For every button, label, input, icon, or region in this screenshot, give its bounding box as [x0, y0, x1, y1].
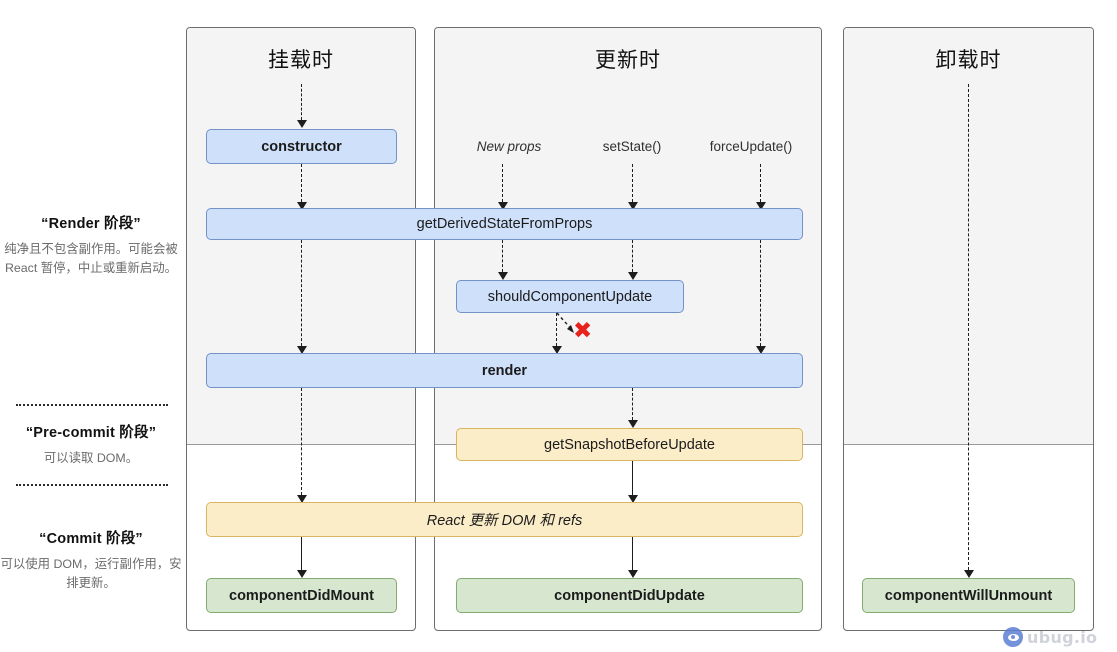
phase-description: 纯净且不包含副作用。可能会被 React 暂停，中止或重新启动。: [4, 242, 178, 275]
arrowhead: [627, 272, 638, 280]
arrowhead: [296, 570, 307, 578]
phase-label-pre-commit: “Pre-commit 阶段” 可以读取 DOM。: [0, 421, 182, 468]
arrowhead: [497, 202, 508, 210]
node-component-did-update[interactable]: componentDidUpdate: [456, 578, 803, 613]
node-label: React 更新 DOM 和 refs: [426, 513, 583, 529]
connector-newprops-down: [502, 164, 503, 202]
trigger-set-state: setState(): [603, 139, 662, 154]
column-title-updating: 更新时: [595, 49, 661, 72]
node-label: getDerivedStateFromProps: [416, 216, 593, 232]
phase-title: “Pre-commit 阶段”: [25, 425, 157, 441]
node-get-snapshot-before-update[interactable]: getSnapshotBeforeUpdate: [456, 428, 803, 461]
phase-label-render: “Render 阶段” 纯净且不包含副作用。可能会被 React 暂停，中止或重…: [0, 212, 182, 278]
node-label: constructor: [261, 138, 342, 155]
connector-render-to-snapshot: [632, 388, 633, 420]
connector-mount-start: [301, 84, 302, 120]
node-label: componentDidMount: [229, 587, 374, 604]
arrowhead: [627, 420, 638, 428]
arrowhead: [296, 202, 307, 210]
connector-dom-to-did-mount: [301, 537, 302, 570]
column-title-mounting: 挂载时: [268, 49, 334, 72]
node-should-component-update[interactable]: shouldComponentUpdate: [456, 280, 684, 313]
connector-render-to-dom-mount: [301, 388, 302, 495]
trigger-force-update: forceUpdate(): [710, 139, 793, 154]
connector-gdsfp-to-render-mount: [301, 240, 302, 346]
connector-forceupdate-to-render: [760, 240, 761, 346]
connector-setstate-down: [632, 164, 633, 202]
connector-gdsfp-to-scu-left: [502, 240, 503, 272]
phase-title: “Render 阶段”: [41, 216, 141, 232]
node-label: render: [481, 362, 528, 379]
arrowhead: [551, 346, 562, 354]
watermark-label: ubug.io: [1027, 627, 1098, 647]
eye-icon: [1003, 627, 1023, 647]
node-label: getSnapshotBeforeUpdate: [544, 436, 715, 453]
arrowhead: [296, 120, 307, 128]
node-constructor[interactable]: constructor: [206, 129, 397, 164]
trigger-label: setState(): [602, 139, 662, 154]
node-react-updates-dom[interactable]: React 更新 DOM 和 refs: [206, 502, 803, 537]
node-render[interactable]: render: [206, 353, 803, 388]
arrowhead: [627, 495, 638, 503]
column-title-unmounting: 卸载时: [935, 49, 1002, 72]
node-component-did-mount[interactable]: componentDidMount: [206, 578, 397, 613]
arrowhead: [755, 202, 766, 210]
phase-title: “Commit 阶段”: [39, 531, 143, 547]
phase-divider-bottom: [16, 484, 168, 486]
connector-scu-to-render: [556, 313, 557, 346]
phase-label-commit: “Commit 阶段” 可以使用 DOM，运行副作用，安排更新。: [0, 527, 182, 593]
connector-unmount-start: [968, 84, 969, 570]
arrowhead: [963, 570, 974, 578]
column-updating: 更新时: [434, 27, 822, 631]
arrowhead: [627, 202, 638, 210]
trigger-label: New props: [476, 139, 542, 154]
node-component-will-unmount[interactable]: componentWillUnmount: [862, 578, 1075, 613]
watermark: ubug.io: [1003, 627, 1097, 647]
connector-gdsfp-to-scu-right: [632, 240, 633, 272]
arrowhead: [755, 346, 766, 354]
arrowhead: [627, 570, 638, 578]
trigger-new-props: New props: [477, 139, 542, 154]
connector-snapshot-to-dom: [632, 461, 633, 495]
phase-description: 可以读取 DOM。: [43, 451, 139, 465]
connector-scu-skip-branch: [556, 312, 574, 333]
node-label: componentDidUpdate: [554, 587, 705, 604]
arrowhead: [497, 272, 508, 280]
phase-divider-top: [16, 404, 168, 406]
skip-render-x-icon: ✖: [573, 318, 593, 344]
connector-forceupdate-down: [760, 164, 761, 202]
node-get-derived-state-from-props[interactable]: getDerivedStateFromProps: [206, 208, 803, 240]
node-label: shouldComponentUpdate: [487, 288, 653, 305]
node-label: componentWillUnmount: [884, 587, 1053, 604]
arrowhead: [296, 346, 307, 354]
connector-dom-to-did-update: [632, 537, 633, 570]
arrowhead: [296, 495, 307, 503]
phase-description: 可以使用 DOM，运行副作用，安排更新。: [0, 557, 182, 590]
trigger-label: forceUpdate(): [709, 139, 793, 154]
connector-constructor-to-gdsfp: [301, 164, 302, 202]
